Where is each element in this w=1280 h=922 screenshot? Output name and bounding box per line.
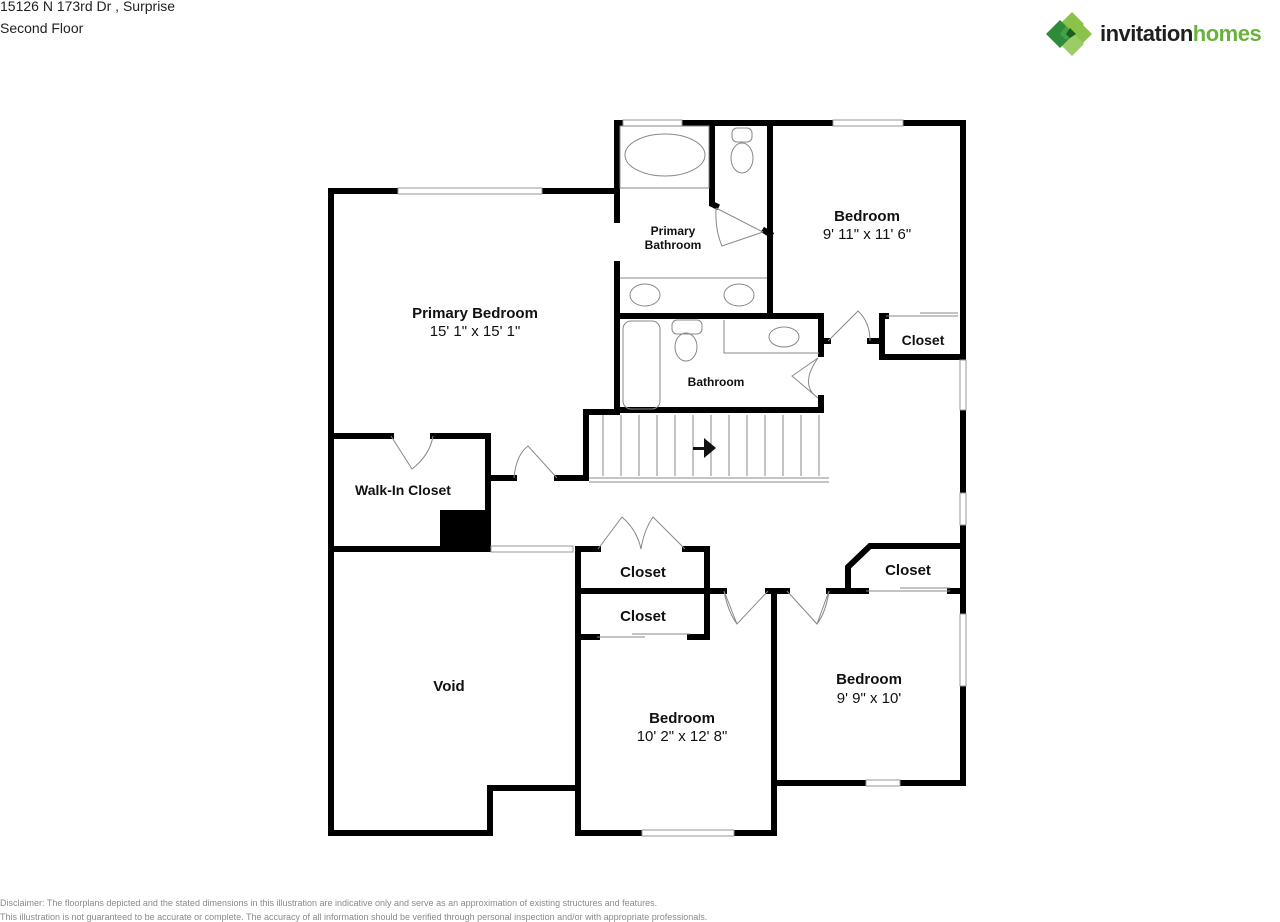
fixtures xyxy=(390,125,958,638)
disclaimer-line-1: Disclaimer: The floorplans depicted and … xyxy=(0,898,658,908)
room-bedroom-ne-label: Bedroom xyxy=(834,208,900,225)
property-address: 15126 N 173rd Dr , Surprise xyxy=(0,0,176,14)
brand-logo: invitationhomes xyxy=(1044,10,1280,58)
room-primary-bathroom-label-1: Primary xyxy=(651,224,696,238)
brand-wordmark: invitationhomes xyxy=(1100,21,1262,47)
room-closet-ne-label: Closet xyxy=(902,332,945,348)
room-primary-bedroom-dims: 15' 1" x 15' 1" xyxy=(430,323,521,340)
room-void-label: Void xyxy=(433,678,464,695)
windows xyxy=(397,119,967,837)
room-bedroom-s-dims: 10' 2" x 12' 8" xyxy=(637,728,728,745)
room-bedroom-ne-dims: 9' 11" x 11' 6" xyxy=(823,226,911,243)
disclaimer-line-2: This illustration is not guaranteed to b… xyxy=(0,912,708,922)
room-walk-in-closet-label: Walk-In Closet xyxy=(355,482,451,498)
room-primary-bedroom-label: Primary Bedroom xyxy=(412,305,538,322)
room-primary-bathroom-label-2: Bathroom xyxy=(645,238,702,252)
room-bedroom-s-label: Bedroom xyxy=(649,710,715,727)
brand-word-2: homes xyxy=(1192,21,1262,46)
room-bedroom-se-dims: 9' 9" x 10' xyxy=(837,690,902,707)
walls xyxy=(328,120,966,836)
room-bedroom-se-label: Bedroom xyxy=(836,671,902,688)
room-closet-se-label: Closet xyxy=(885,562,931,579)
room-hall-closet-1-label: Closet xyxy=(620,564,666,581)
diamond-cluster-logo-icon xyxy=(1046,12,1092,56)
floor-label: Second Floor xyxy=(0,20,84,36)
room-bathroom-label: Bathroom xyxy=(688,375,745,389)
chase-block xyxy=(440,510,488,552)
room-hall-closet-2-label: Closet xyxy=(620,608,666,625)
stair-direction-arrow-icon xyxy=(693,438,716,458)
brand-word-1: invitation xyxy=(1100,21,1193,46)
